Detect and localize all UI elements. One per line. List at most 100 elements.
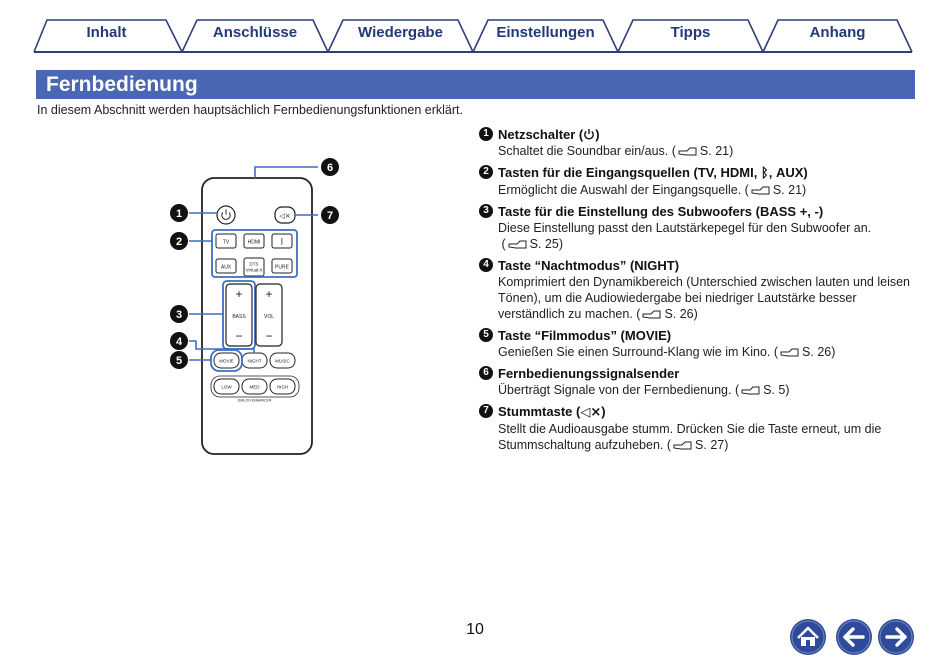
dts-line2: Virtual:X (246, 268, 263, 273)
callout-3-label: 3 (176, 309, 182, 321)
item-description: Ermöglicht die Auswahl der Eingangsquell… (498, 183, 807, 197)
dts-virtualx-button (243, 257, 265, 277)
callout-2-label: 2 (176, 236, 182, 248)
callout-4-label: 4 (176, 336, 183, 348)
dts-line1: DTS (250, 262, 259, 267)
section-title-bar: Fernbedienung (36, 70, 915, 99)
bluetooth-icon: ᛒ (760, 166, 769, 181)
item-title: Netzschalter () (498, 127, 600, 142)
dialog-enhancer-group (210, 375, 300, 398)
page-reference[interactable]: S. 5 (763, 383, 786, 397)
list-item: 3 Taste für die Einstellung des Subwoofe… (479, 203, 919, 252)
tv-button (215, 233, 237, 249)
section-intro: In diesem Abschnitt werden hauptsächlich… (37, 103, 463, 117)
item-title: Taste “Nachtmodus” (NIGHT) (498, 258, 680, 273)
item-description: Komprimiert den Dynamikbereich (Untersch… (498, 275, 910, 321)
aux-button (215, 258, 237, 274)
callout-5-label: 5 (176, 355, 182, 367)
aux-button-label: AUX (221, 265, 232, 271)
item-number: 4 (479, 258, 493, 272)
callout-1 (170, 204, 188, 222)
vol-plus-label: + (265, 287, 272, 301)
bass-plus-label: + (235, 287, 242, 301)
mute-icon: ◁× (580, 405, 602, 420)
movie-button-label: MOVIE (219, 359, 234, 364)
item-title: Taste “Filmmodus” (MOVIE) (498, 328, 672, 343)
tab-anschluesse[interactable]: Anschlüsse (212, 24, 298, 41)
function-description-list: 1 Netzschalter () Schaltet die Soundbar … (479, 126, 919, 458)
music-button (269, 352, 296, 369)
tab-bar: Inhalt Anschlüsse Wiedergabe Einstellung… (0, 0, 950, 56)
list-item: 5 Taste “Filmmodus” (MOVIE) Genießen Sie… (479, 327, 919, 360)
power-icon (584, 129, 595, 140)
bass-minus-label: − (235, 329, 242, 343)
music-button-label: MUSIC (275, 359, 290, 364)
page-reference[interactable]: S. 21 (699, 144, 730, 158)
pure-button (271, 258, 293, 274)
vol-minus-label: − (265, 329, 272, 343)
bluetooth-button (271, 233, 293, 249)
item-description: Diese Einstellung passt den Lautstärkepe… (498, 221, 872, 251)
page-reference[interactable]: S. 26 (664, 307, 694, 321)
hdmi-button (243, 233, 265, 249)
item-number: 3 (479, 204, 493, 218)
page-title: Fernbedienung (46, 73, 198, 96)
page-reference-icon (751, 186, 770, 195)
tab-inhalt[interactable]: Inhalt (86, 24, 127, 41)
page-reference[interactable]: S. 25 (529, 237, 559, 251)
back-arrow-icon (843, 627, 865, 647)
tv-button-label: TV (223, 240, 230, 246)
list-item: 7 Stummtaste (◁×) Stellt die Audioausgab… (479, 403, 919, 453)
callout-7 (321, 206, 339, 224)
power-icon (221, 209, 231, 220)
tab-bar-shapes (33, 19, 913, 53)
movie-button (213, 352, 240, 369)
tab-anhang[interactable]: Anhang (809, 24, 866, 41)
tab-tipps[interactable]: Tipps (670, 24, 711, 41)
page-reference-icon (741, 386, 760, 395)
high-button (269, 378, 296, 395)
bluetooth-icon: ᛒ (280, 237, 285, 246)
vol-label: VOL (264, 314, 274, 320)
mute-icon: ◁× (279, 212, 290, 220)
page-reference-icon (780, 348, 799, 357)
page-reference-icon (673, 441, 692, 450)
item-description: Genießen Sie einen Surround-Klang wie im… (498, 345, 836, 359)
page-number: 10 (466, 621, 484, 638)
page-reference[interactable]: S. 26 (802, 345, 832, 359)
callout-line-4 (189, 340, 255, 353)
item-title: Stummtaste (◁×) (498, 404, 606, 420)
page-reference[interactable]: S. 27 (695, 438, 725, 452)
bass-rocker (225, 283, 253, 347)
item-number: 2 (479, 165, 493, 179)
callout-5 (170, 351, 188, 369)
pure-button-label: PURE (275, 265, 290, 271)
back-button[interactable] (835, 618, 873, 656)
forward-arrow-icon (885, 627, 907, 647)
item-number: 5 (479, 328, 493, 342)
item-description: Stellt die Audioausgabe stumm. Drücken S… (498, 422, 882, 452)
callout-4 (170, 332, 188, 350)
low-button (213, 378, 240, 395)
remote-control-illustration: ◁× TV HDMI ᛒ AUX DTS Virtual:X PURE + BA… (170, 158, 339, 455)
callout-box-2 (211, 229, 298, 278)
callout-3 (170, 305, 188, 323)
vol-rocker (255, 283, 283, 347)
tab-einstellungen[interactable]: Einstellungen (496, 24, 595, 41)
callout-6-label: 6 (327, 162, 333, 174)
list-item: 1 Netzschalter () Schaltet die Soundbar … (479, 126, 919, 159)
list-item: 2 Tasten für die Eingangsquellen (TV, HD… (479, 164, 919, 198)
page-reference-icon (642, 310, 661, 319)
home-icon (797, 626, 819, 646)
list-item: 4 Taste “Nachtmodus” (NIGHT) Komprimiert… (479, 257, 919, 322)
tab-wiedergabe[interactable]: Wiedergabe (358, 24, 443, 41)
med-button (241, 378, 268, 395)
item-description: Schaltet die Soundbar ein/aus. (S. 21) (498, 144, 734, 158)
home-button[interactable] (789, 618, 827, 656)
list-item: 6 Fernbedienungssignalsender Überträgt S… (479, 365, 919, 398)
forward-button[interactable] (877, 618, 915, 656)
item-description: Überträgt Signale von der Fernbedienung.… (498, 383, 790, 397)
hdmi-button-label: HDMI (248, 240, 261, 246)
page-reference[interactable]: S. 21 (772, 183, 803, 197)
bass-label: BASS (232, 314, 246, 320)
